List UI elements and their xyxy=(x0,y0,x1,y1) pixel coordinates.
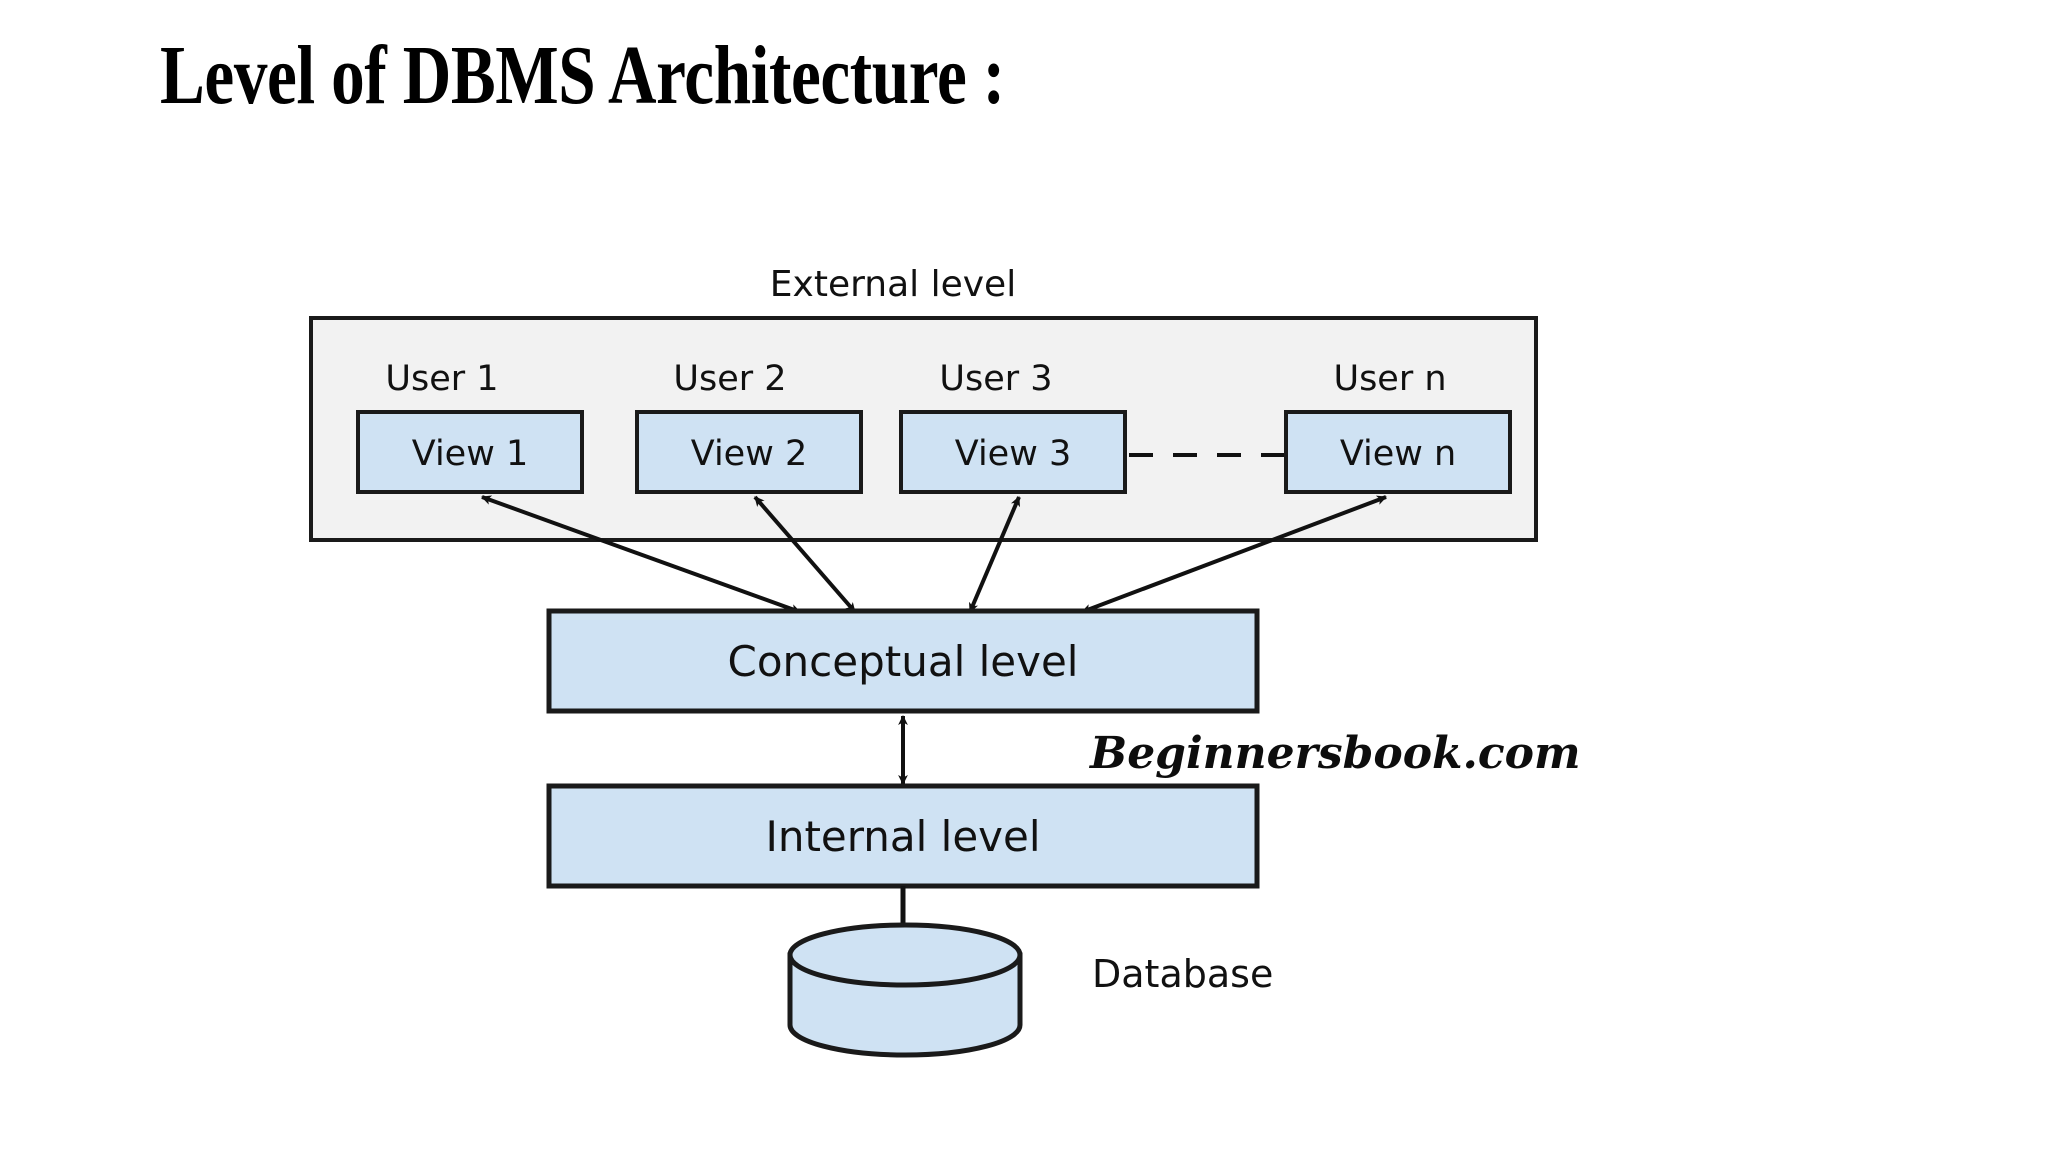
page-title: Level of DBMS Architecture : xyxy=(160,29,1005,122)
view-3-label: View 3 xyxy=(955,434,1071,474)
user-2-label: User 2 xyxy=(673,359,786,399)
conceptual-level-box[interactable] xyxy=(546,608,1260,714)
conceptual-level-label: Conceptual level xyxy=(728,637,1079,686)
arrow-view3-conceptual xyxy=(968,496,1021,613)
view-n-label: View n xyxy=(1340,434,1456,474)
view-1-box[interactable] xyxy=(356,410,584,494)
user-1-label: User 1 xyxy=(385,359,498,399)
internal-level-box[interactable] xyxy=(546,783,1260,889)
view-n-box[interactable] xyxy=(1284,410,1512,494)
database-cylinder[interactable] xyxy=(787,922,1023,1058)
watermark-label: Beginnersbook.com xyxy=(1088,728,1581,779)
view-3-box[interactable] xyxy=(899,410,1127,494)
arrow-view1-conceptual xyxy=(481,495,801,614)
view-2-label: View 2 xyxy=(691,434,807,474)
view-2-box[interactable] xyxy=(635,410,863,494)
user-3-label: User 3 xyxy=(939,359,1052,399)
internal-level-label: Internal level xyxy=(765,812,1040,861)
arrow-view2-conceptual xyxy=(753,495,857,614)
view-1-label: View 1 xyxy=(412,434,528,474)
arrow-viewn-conceptual xyxy=(1081,495,1387,614)
database-label: Database xyxy=(1092,952,1273,996)
user-n-label: User n xyxy=(1333,359,1446,399)
external-level-label: External level xyxy=(770,264,1016,305)
